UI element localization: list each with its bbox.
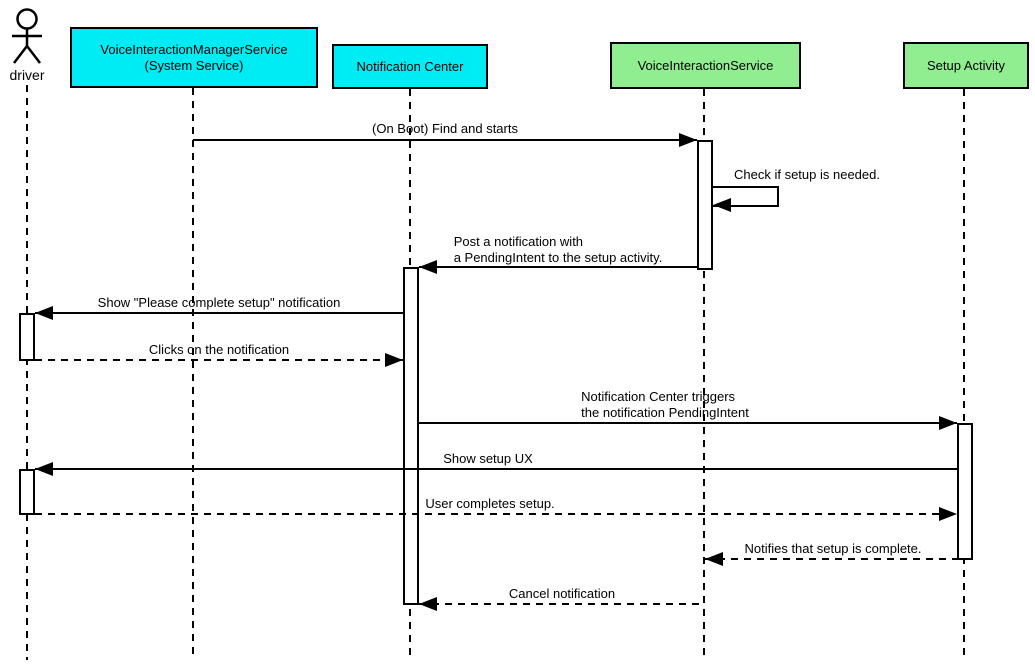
message-7-arrowhead-icon bbox=[35, 462, 53, 476]
message-6-arrowhead-icon bbox=[939, 416, 957, 430]
actor-icon bbox=[12, 8, 42, 64]
message-10-arrowhead-icon bbox=[419, 597, 437, 611]
message-2-label: Check if setup is needed. bbox=[734, 167, 880, 182]
message-6-label: Notification Center triggers the notific… bbox=[581, 389, 749, 420]
message-8-arrowhead-icon bbox=[939, 507, 957, 521]
message-5-line bbox=[35, 359, 403, 361]
message-9-label: Notifies that setup is complete. bbox=[744, 541, 922, 556]
participant-box-setup-activity: Setup Activity bbox=[903, 42, 1029, 89]
activation-bar-notification-center bbox=[403, 267, 419, 605]
activation-bar-setup-activity bbox=[957, 423, 973, 560]
message-2-arrowhead-icon bbox=[713, 198, 731, 212]
message-5-label: Clicks on the notification bbox=[148, 342, 290, 357]
message-1-label: (On Boot) Find and starts bbox=[372, 121, 518, 136]
message-2-self-loop bbox=[713, 186, 779, 207]
activation-bar-voice-interaction-service bbox=[697, 140, 713, 270]
message-1-line bbox=[193, 139, 697, 141]
message-10-label: Cancel notification bbox=[508, 586, 616, 601]
message-9-arrowhead-icon bbox=[705, 552, 723, 566]
message-8-label: User completes setup. bbox=[425, 496, 555, 511]
message-3-arrowhead-icon bbox=[419, 260, 437, 274]
message-4-label: Show "Please complete setup" notificatio… bbox=[97, 295, 341, 310]
participant-box-notification-center: Notification Center bbox=[332, 44, 488, 89]
message-7-line bbox=[35, 468, 957, 470]
message-4-line bbox=[35, 312, 403, 314]
message-9-line bbox=[705, 558, 957, 560]
message-4-arrowhead-icon bbox=[35, 306, 53, 320]
message-6-line bbox=[419, 422, 957, 424]
activation-bar-driver-2 bbox=[19, 469, 35, 515]
participant-box-voice-interaction-service: VoiceInteractionService bbox=[610, 42, 801, 89]
message-7-label: Show setup UX bbox=[443, 451, 533, 466]
lifeline-vims bbox=[192, 88, 194, 660]
activation-bar-driver-1 bbox=[19, 313, 35, 361]
message-10-line bbox=[419, 603, 705, 605]
participant-box-vims: VoiceInteractionManagerService (System S… bbox=[70, 27, 318, 88]
message-3-label: Post a notification with a PendingIntent… bbox=[453, 234, 663, 265]
lifeline-voice-interaction-service bbox=[703, 89, 705, 660]
lifeline-driver bbox=[26, 85, 28, 660]
lifeline-setup-activity bbox=[963, 89, 965, 660]
message-3-line bbox=[419, 266, 697, 268]
message-8-line bbox=[35, 513, 957, 515]
message-1-arrowhead-icon bbox=[679, 133, 697, 147]
actor-driver-label: driver bbox=[9, 67, 45, 83]
message-5-arrowhead-icon bbox=[385, 353, 403, 367]
